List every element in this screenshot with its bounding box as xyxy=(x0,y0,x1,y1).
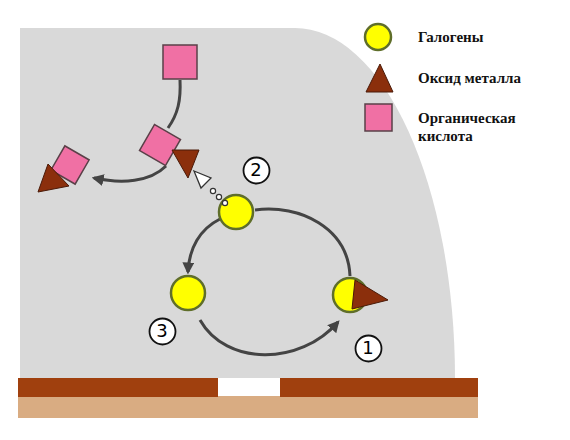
legend-symbol xyxy=(365,104,392,131)
legend-label: Галогены xyxy=(418,28,543,46)
oxide-layer xyxy=(280,378,478,397)
release-dot xyxy=(222,200,227,205)
organic-acid xyxy=(140,125,181,166)
callout-circle: 3 xyxy=(148,317,177,346)
oxide-layer xyxy=(18,378,218,397)
callout-circle-shape xyxy=(243,157,269,183)
organic-acid xyxy=(163,45,197,79)
acid-path xyxy=(168,80,180,128)
base-metal xyxy=(18,396,478,418)
legend-label: Оксид металла xyxy=(418,69,543,87)
callout-number: 1 xyxy=(362,338,373,359)
cycle-arrow xyxy=(255,209,350,276)
callout-circle-shape xyxy=(149,318,175,344)
callout-number: 3 xyxy=(156,321,167,342)
halogen xyxy=(219,195,253,229)
cycle-arrow xyxy=(188,219,220,272)
legend-symbol xyxy=(365,24,391,50)
metal-oxide xyxy=(352,280,388,309)
callout-number: 2 xyxy=(250,160,261,181)
legend-label: Органическая кислота xyxy=(418,109,543,145)
acid-path xyxy=(94,166,166,181)
release-arrowhead xyxy=(194,171,211,188)
cycle-arrow xyxy=(200,320,338,355)
legend-symbol xyxy=(366,64,393,92)
metal-oxide xyxy=(172,150,199,178)
callout-circle: 1 xyxy=(354,334,383,363)
callout-circle-shape xyxy=(355,335,381,361)
flux-region xyxy=(20,28,455,378)
metal-oxide xyxy=(38,164,69,192)
callout-circle: 2 xyxy=(242,156,271,185)
release-dot xyxy=(216,194,221,199)
release-dot xyxy=(210,188,215,193)
halogen xyxy=(171,276,205,310)
